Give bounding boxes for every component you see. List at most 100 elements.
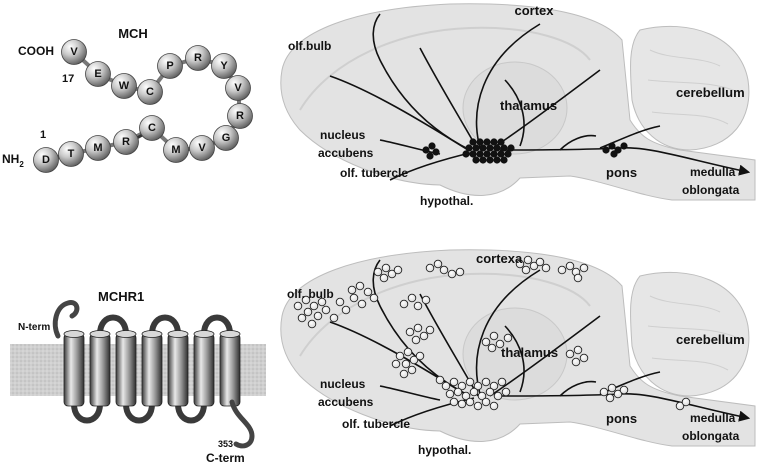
- mch-neuron: [497, 138, 505, 146]
- intracellular-loop: [71, 403, 103, 424]
- mchr1-site: [307, 319, 317, 329]
- c-term-tail: [229, 399, 255, 449]
- mch-neuron: [490, 150, 498, 158]
- extracellular-loop: [97, 314, 129, 335]
- extracellular-loop: [201, 314, 233, 335]
- mchr1-site: [347, 285, 357, 295]
- label-olf-tubercle-bottom: olf. tubercle: [342, 417, 410, 431]
- mchr1-site: [335, 297, 345, 307]
- residue-letter: R: [122, 136, 130, 148]
- residue-letter: E: [94, 68, 101, 80]
- mchr1-site: [529, 261, 539, 271]
- mch-neuron: [469, 150, 477, 158]
- residue-bead: E: [85, 61, 111, 87]
- residue-bead: W: [111, 73, 137, 99]
- mchr1-site: [321, 305, 331, 315]
- mchr1-site: [355, 281, 365, 291]
- mchr1-site: [535, 257, 545, 267]
- label-cortex-top: cortex: [514, 3, 554, 18]
- mch-index-17: 17: [62, 73, 74, 85]
- mch-neuron: [620, 142, 628, 150]
- mchr1-site: [425, 325, 435, 335]
- mchr1-site: [681, 397, 691, 407]
- residue-bead: M: [85, 135, 111, 161]
- residue-bead: T: [58, 141, 84, 167]
- label-cerebellum-top: cerebellum: [676, 85, 745, 100]
- tm-helix: [63, 330, 85, 407]
- tm-helix: [167, 330, 189, 407]
- mch-neuron: [500, 156, 508, 164]
- mchr1-title: MCHR1: [98, 289, 144, 304]
- label-accubens-top: accubens: [318, 146, 374, 160]
- label-olf-tubercle-top: olf. tubercle: [340, 166, 408, 180]
- label-cerebellum-bottom: cerebellum: [676, 332, 745, 347]
- intracellular-loop: [123, 403, 155, 424]
- label-hypothal-bottom: hypothal.: [418, 443, 471, 457]
- mch-neuron: [479, 156, 487, 164]
- mchr1-cterm-label: C-term: [206, 451, 245, 465]
- mch-neuron: [465, 144, 473, 152]
- mchr1-cterm-index: 353: [218, 439, 233, 449]
- tm-helix: [89, 330, 111, 407]
- residue-bead: D: [33, 147, 59, 173]
- mchr1-site: [515, 259, 525, 269]
- residue-bead: P: [157, 53, 183, 79]
- brain-top-panel: cortex olf.bulb thalamus cerebellum nucl…: [280, 3, 756, 208]
- mch-neuron: [479, 144, 487, 152]
- mchr1-site: [401, 359, 411, 369]
- label-cortex-bottom: cortexa: [476, 251, 523, 266]
- mchr1-site: [415, 351, 425, 361]
- label-medulla-bottom: medulla: [690, 411, 736, 425]
- mchr1-site: [485, 387, 495, 397]
- residue-bead: V: [61, 39, 87, 65]
- mchr1-site: [497, 377, 507, 387]
- mch-neuron: [428, 142, 436, 150]
- mchr1-site: [301, 295, 311, 305]
- label-olf-bulb-bottom: olf. bulb: [287, 287, 334, 301]
- mchr1-site: [565, 349, 575, 359]
- mchr1-site: [387, 269, 397, 279]
- mchr1-site: [407, 365, 417, 375]
- mchr1-site: [481, 397, 491, 407]
- mchr1-site: [493, 391, 503, 401]
- mchr1-receptor-panel: MCHR1 N-term 353 C-term: [10, 289, 266, 465]
- residue-letter: Y: [220, 60, 228, 72]
- mchr1-site: [503, 333, 513, 343]
- residue-bead: C: [137, 79, 163, 105]
- mchr1-site: [419, 331, 429, 341]
- mch-neuron: [426, 152, 434, 160]
- mchr1-site: [303, 307, 313, 317]
- residue-letter: R: [194, 52, 202, 64]
- label-oblongata-bottom: oblongata: [682, 429, 740, 443]
- mchr1-site: [445, 389, 455, 399]
- mchr1-site: [399, 369, 409, 379]
- mchr1-site: [489, 381, 499, 391]
- residue-letter: P: [166, 60, 173, 72]
- mch-cterm-label: COOH: [18, 44, 54, 58]
- mch-index-1: 1: [40, 129, 46, 141]
- mchr1-site: [465, 397, 475, 407]
- mchr1-site: [297, 313, 307, 323]
- label-accubens-bottom: accubens: [318, 395, 374, 409]
- mchr1-site: [357, 299, 367, 309]
- mchr1-site: [455, 267, 465, 277]
- residue-letter: C: [146, 86, 154, 98]
- mch-neuron: [486, 144, 494, 152]
- residue-bead: M: [163, 137, 189, 163]
- mchr1-site: [607, 383, 617, 393]
- mchr1-site: [341, 305, 351, 315]
- mch-nterm-label: NH2: [2, 152, 24, 169]
- mchr1-site: [313, 311, 323, 321]
- residue-bead: R: [185, 45, 211, 71]
- mch-neuron: [493, 144, 501, 152]
- mchr1-site: [381, 263, 391, 273]
- mchr1-site: [393, 265, 403, 275]
- mchr1-site: [523, 255, 533, 265]
- mchr1-site: [435, 375, 445, 385]
- label-nucleus-top: nucleus: [320, 128, 366, 142]
- label-hypothal-top: hypothal.: [420, 194, 473, 208]
- residue-bead: Y: [211, 53, 237, 79]
- mch-neuron: [472, 144, 480, 152]
